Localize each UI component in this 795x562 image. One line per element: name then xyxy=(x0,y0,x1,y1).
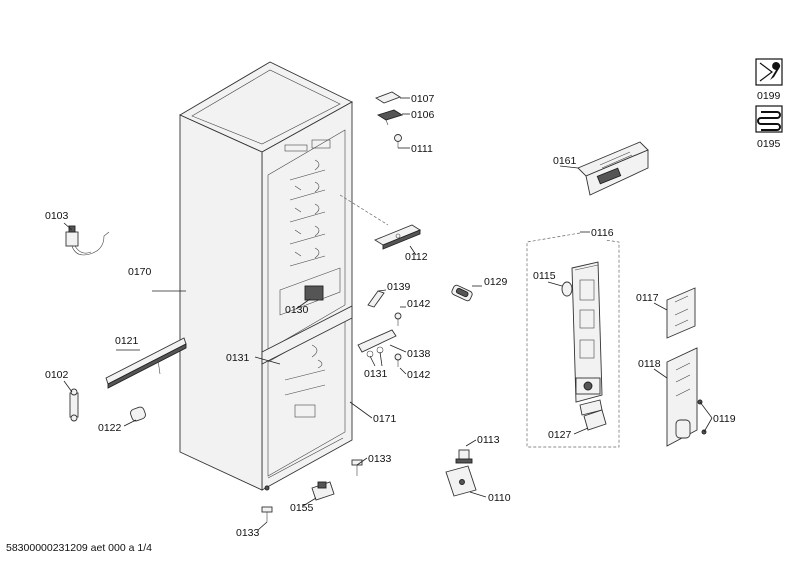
part-0103-power-cord xyxy=(65,225,110,256)
part-0115-sensor xyxy=(561,281,573,297)
part-0111-screw xyxy=(394,134,402,148)
part-0121-strip xyxy=(105,337,187,389)
service-tools-badge: 0199 xyxy=(755,58,783,102)
label-0131-right: 0131 xyxy=(364,368,388,380)
part-labels: 0107 0106 0111 0161 0103 0170 0112 0116 … xyxy=(45,93,736,539)
label-0121: 0121 xyxy=(115,335,139,347)
part-0133-foot-lower xyxy=(261,506,273,522)
part-0161-control-panel xyxy=(577,141,649,196)
label-0142-lower: 0142 xyxy=(407,369,431,381)
label-0155: 0155 xyxy=(290,502,314,514)
part-0155-adjustable-foot xyxy=(311,481,335,501)
part-0139-hinge-bracket xyxy=(367,290,385,308)
part-0110-lower-hinge xyxy=(445,465,477,497)
part-0113-hinge-pin xyxy=(455,449,473,464)
label-0127: 0127 xyxy=(548,429,572,441)
label-0195: 0195 xyxy=(757,138,781,150)
part-0112-lamp-housing xyxy=(374,224,421,250)
coil-heater-badge: 0195 xyxy=(755,105,783,150)
fridge-cabinet xyxy=(179,61,389,491)
part-0127-damper-cover xyxy=(583,409,607,431)
label-0119: 0119 xyxy=(713,413,736,425)
label-0118: 0118 xyxy=(638,358,661,370)
part-0117-side-cover xyxy=(666,287,696,339)
label-0161: 0161 xyxy=(553,155,577,167)
label-0110: 0110 xyxy=(488,492,511,504)
label-0117: 0117 xyxy=(636,292,659,304)
label-0133-lower: 0133 xyxy=(236,527,260,539)
document-footer: 58300000231209 aet 000 a 1/4 xyxy=(6,542,152,554)
label-0129: 0129 xyxy=(484,276,508,288)
part-0129-damper xyxy=(451,284,473,302)
label-0113: 0113 xyxy=(477,434,500,446)
label-0142-upper: 0142 xyxy=(407,298,431,310)
label-0107: 0107 xyxy=(411,93,435,105)
part-0118-side-panel xyxy=(666,347,698,447)
part-0142-screw-upper xyxy=(394,312,402,326)
label-0112: 0112 xyxy=(405,251,428,263)
part-0102-pin xyxy=(69,388,79,422)
label-0102: 0102 xyxy=(45,369,69,381)
leader-lines xyxy=(63,97,713,531)
label-0139: 0139 xyxy=(387,281,411,293)
label-0111: 0111 xyxy=(411,143,433,155)
label-0170: 0170 xyxy=(128,266,152,278)
part-0106-hinge xyxy=(376,109,404,126)
label-0115: 0115 xyxy=(533,270,556,282)
label-0199: 0199 xyxy=(757,90,781,102)
part-0138-middle-hinge xyxy=(357,329,397,358)
label-0131-left: 0131 xyxy=(226,352,250,364)
label-0106: 0106 xyxy=(411,109,435,121)
label-0138: 0138 xyxy=(407,348,431,360)
label-0130: 0130 xyxy=(285,304,309,316)
part-0142-screw-lower xyxy=(394,353,402,367)
label-0133-upper: 0133 xyxy=(368,453,392,465)
coil-icon xyxy=(757,111,781,131)
part-0116-air-duct-assembly xyxy=(526,232,620,448)
label-0116: 0116 xyxy=(591,227,614,239)
part-0122-plug xyxy=(130,406,146,422)
label-0103: 0103 xyxy=(45,210,69,222)
label-0122: 0122 xyxy=(98,422,122,434)
wrench-icon xyxy=(770,62,781,80)
part-0107-hinge-cover xyxy=(374,91,402,104)
label-0171: 0171 xyxy=(373,413,397,425)
